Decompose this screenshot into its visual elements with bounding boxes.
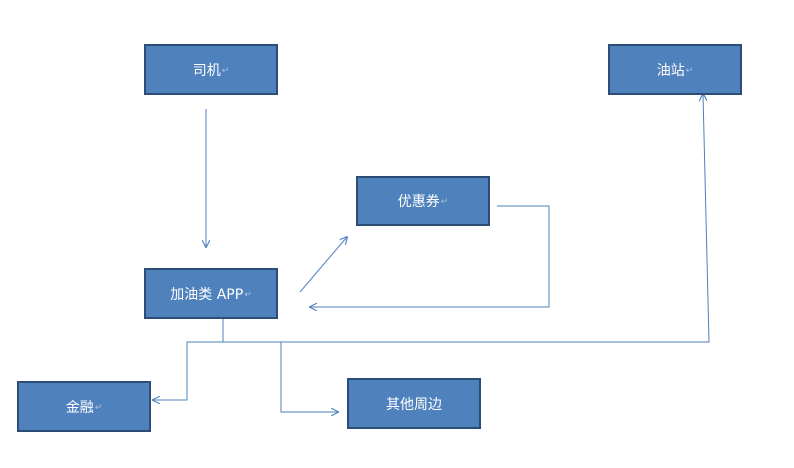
paragraph-mark-icon: ↵ [685, 65, 694, 76]
connector-app-to-station [223, 94, 710, 343]
node-coupon: 优惠券↵ [356, 176, 490, 226]
connector-app-to-other [280, 342, 338, 412]
node-finance-label: 金融 [65, 399, 94, 416]
node-app-label: 加油类 APP [170, 286, 244, 303]
node-coupon-label: 优惠券 [397, 194, 440, 210]
paragraph-mark-icon: ↵ [221, 65, 230, 76]
connector-coupon-to-app [310, 205, 550, 307]
connector-app-to-coupon [299, 237, 347, 293]
connector-app-to-finance [153, 341, 223, 400]
node-driver: 司机↵ [144, 44, 278, 95]
paragraph-mark-icon: ↵ [244, 289, 252, 300]
node-other-label: 其他周边 [386, 396, 442, 413]
node-station: 油站↵ [608, 44, 742, 95]
node-station-label: 油站 [656, 62, 685, 79]
node-app: 加油类 APP↵ [144, 268, 278, 319]
node-driver-label: 司机 [192, 62, 221, 79]
node-other: 其他周边 [347, 378, 481, 429]
node-finance: 金融↵ [17, 381, 151, 432]
paragraph-mark-icon: ↵ [94, 402, 103, 413]
paragraph-mark-icon: ↵ [440, 197, 449, 207]
